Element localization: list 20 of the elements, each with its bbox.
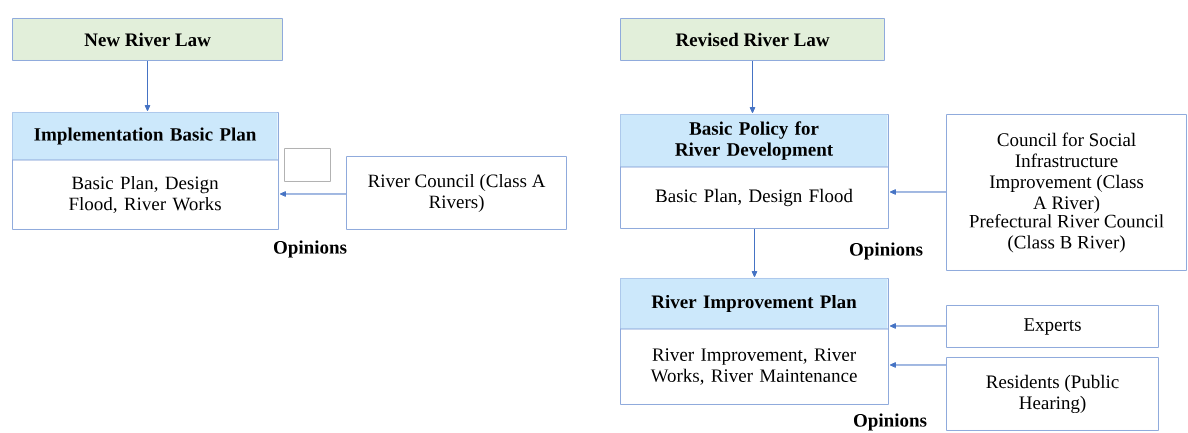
plan-box: Implementation Basic Plan Basic Plan, Design Flood, River Works <box>11 112 279 230</box>
plan-box: River Improvement Plan River Improvement, River Works, River Maintenance <box>619 278 889 405</box>
law-box: New River Law <box>12 18 283 61</box>
council-box: River Council (Class A Rivers) <box>346 156 567 230</box>
council-box: Council for Social Infrastructure Improvement (Class A River) Prefectural River Council (Class B River) <box>946 114 1187 271</box>
arrow <box>749 60 756 114</box>
arrow <box>751 228 758 278</box>
council-box: Experts <box>946 305 1159 348</box>
arrow <box>889 362 947 368</box>
law-box: Revised River Law <box>620 18 885 61</box>
council-box: Residents (Public Hearing) <box>946 357 1159 431</box>
arrow <box>889 189 947 195</box>
opinions-label: Opinions <box>849 242 923 260</box>
empty-box <box>284 148 331 182</box>
arrow <box>144 60 151 112</box>
arrow <box>279 191 347 197</box>
opinions-label: Opinions <box>853 413 927 431</box>
plan-box: Basic Policy for River Development Basic Plan, Design Flood <box>619 114 889 229</box>
opinions-label: Opinions <box>273 240 347 258</box>
arrow <box>889 323 947 329</box>
